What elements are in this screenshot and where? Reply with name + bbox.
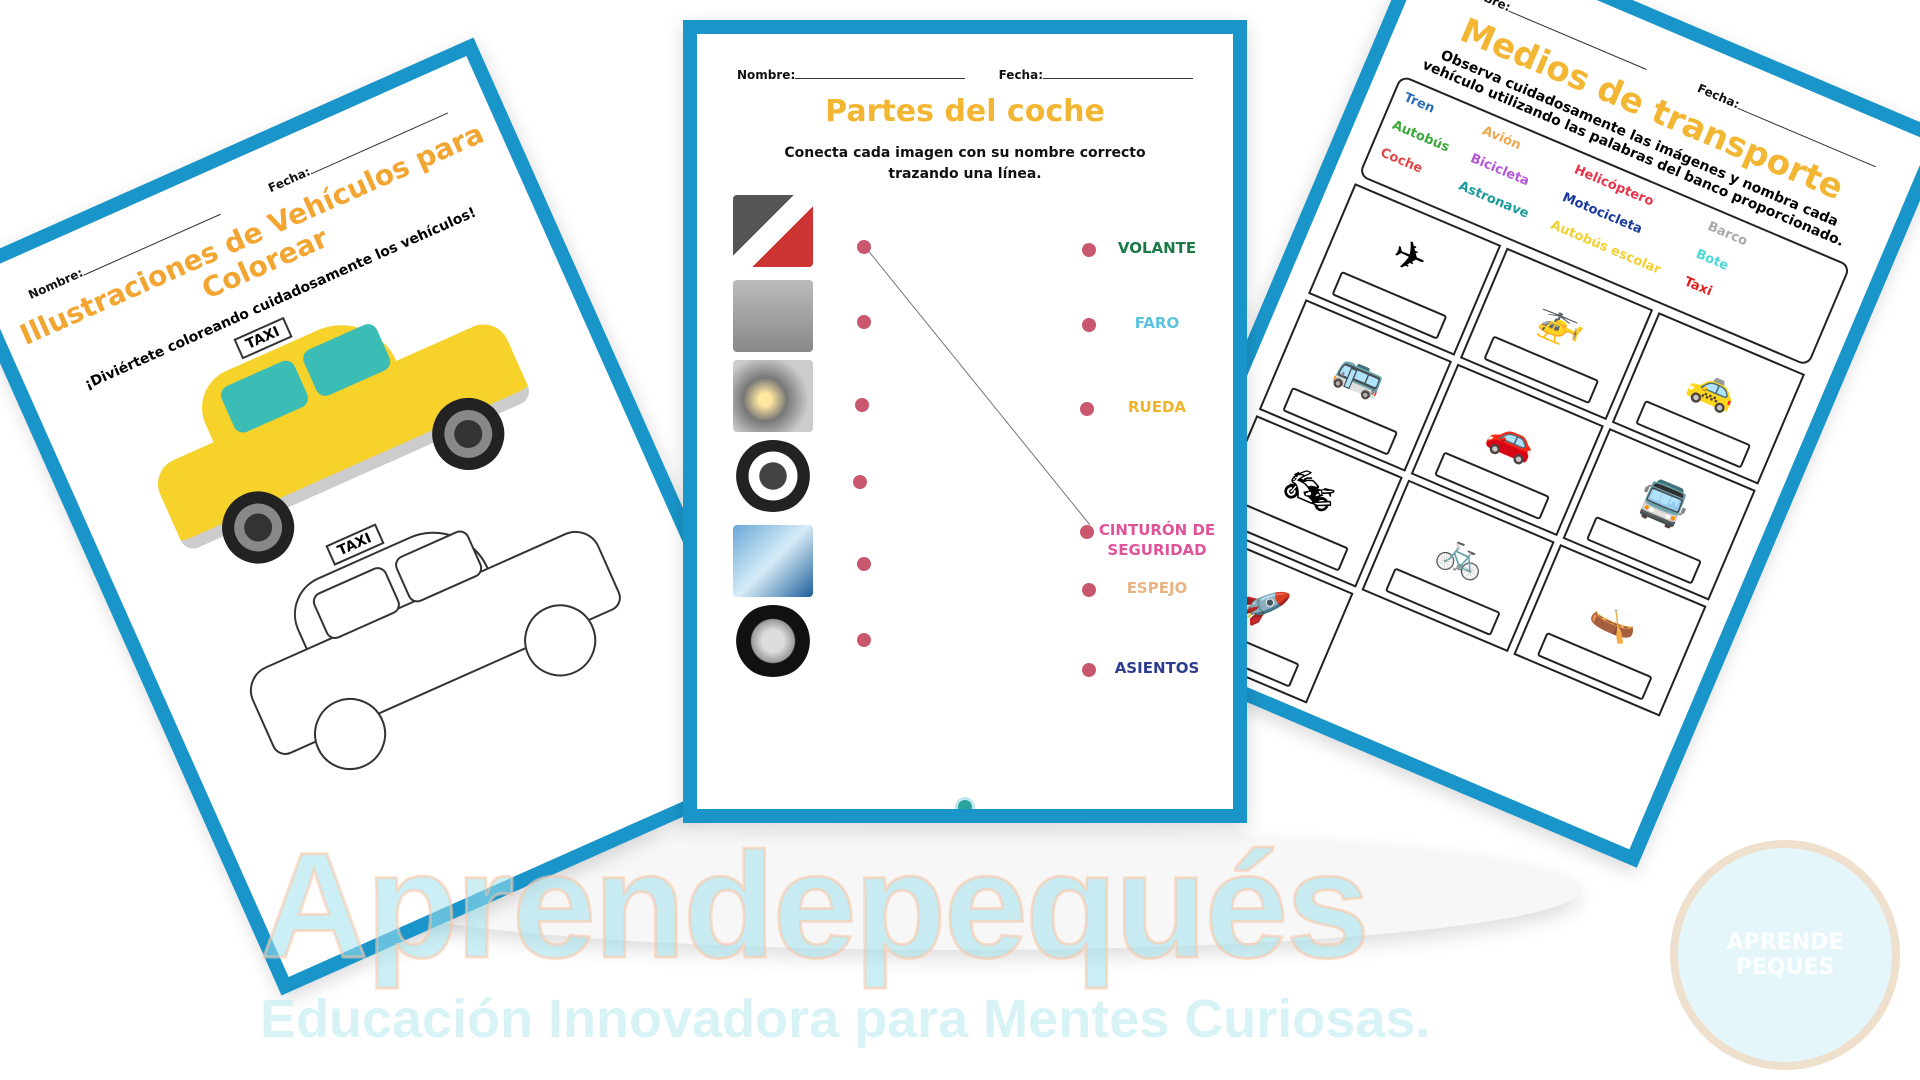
word-bank-item: Bicicleta bbox=[1467, 151, 1532, 190]
left-connect-dot[interactable] bbox=[857, 557, 871, 571]
left-connect-dot[interactable] bbox=[857, 633, 871, 647]
watermark-brand: Aprendepequés bbox=[259, 821, 1372, 989]
date-label: Fecha: bbox=[266, 164, 313, 196]
word-bank-item: Tren bbox=[1401, 90, 1437, 117]
wheel-image bbox=[733, 605, 813, 677]
part-label: ESPEJO bbox=[1126, 579, 1188, 597]
car-parts-worksheet: Nombre: Fecha: Partes del coche Conecta … bbox=[683, 20, 1247, 823]
word-bank-item: Coche bbox=[1378, 145, 1425, 177]
part-label: FARO bbox=[1134, 314, 1180, 332]
vehicle-icon: ✈ bbox=[1385, 229, 1435, 286]
watermark-tagline: Educación Innovadora para Mentes Curiosa… bbox=[260, 989, 1431, 1049]
part-label: ASIENTOS bbox=[1114, 659, 1200, 677]
left-connect-dot[interactable] bbox=[857, 315, 871, 329]
mirror-image bbox=[733, 525, 813, 597]
worksheet-title: Partes del coche bbox=[825, 94, 1105, 129]
seal-text: APRENDE PEQUES bbox=[1726, 930, 1844, 980]
watermark-seal: APRENDE PEQUES bbox=[1670, 840, 1900, 1070]
part-label: RUEDA bbox=[1127, 398, 1187, 416]
date-label: Fecha: bbox=[998, 68, 1043, 82]
word-bank-item: Autobús escolar bbox=[1548, 217, 1663, 278]
left-connect-dot[interactable] bbox=[857, 240, 871, 254]
date-label: Fecha: bbox=[1695, 81, 1742, 112]
seats-image bbox=[733, 280, 813, 352]
word-bank-item: Avión bbox=[1479, 123, 1524, 154]
matching-exercise: VOLANTE FARO RUEDA CINTURÓN DE SEGURIDAD ESP… bbox=[697, 185, 1233, 745]
part-label: VOLANTE bbox=[1117, 239, 1197, 257]
name-label: Nombre: bbox=[737, 68, 796, 82]
steering-wheel-image bbox=[733, 440, 813, 512]
right-connect-dot[interactable] bbox=[1082, 663, 1096, 677]
word-bank-item: Barco bbox=[1705, 219, 1750, 250]
headlight-image bbox=[733, 360, 813, 432]
connector-line bbox=[861, 242, 1091, 526]
right-connect-dot[interactable] bbox=[1082, 583, 1096, 597]
right-connect-dot[interactable] bbox=[1082, 318, 1096, 332]
word-bank-item: Taxi bbox=[1681, 274, 1715, 300]
word-bank-item: Bote bbox=[1693, 246, 1731, 274]
part-label: CINTURÓN DE SEGURIDAD bbox=[1098, 521, 1216, 559]
logo-icon bbox=[955, 797, 975, 809]
right-connect-dot[interactable] bbox=[1080, 402, 1094, 416]
seatbelt-image bbox=[733, 195, 813, 267]
right-connect-dot[interactable] bbox=[1082, 243, 1096, 257]
left-connect-dot[interactable] bbox=[855, 398, 869, 412]
right-connect-dot[interactable] bbox=[1080, 525, 1094, 539]
left-connect-dot[interactable] bbox=[853, 475, 867, 489]
word-bank-item: Autobús bbox=[1389, 117, 1452, 156]
worksheet-instruction: Conecta cada imagen con su nombre correc… bbox=[784, 145, 1146, 182]
